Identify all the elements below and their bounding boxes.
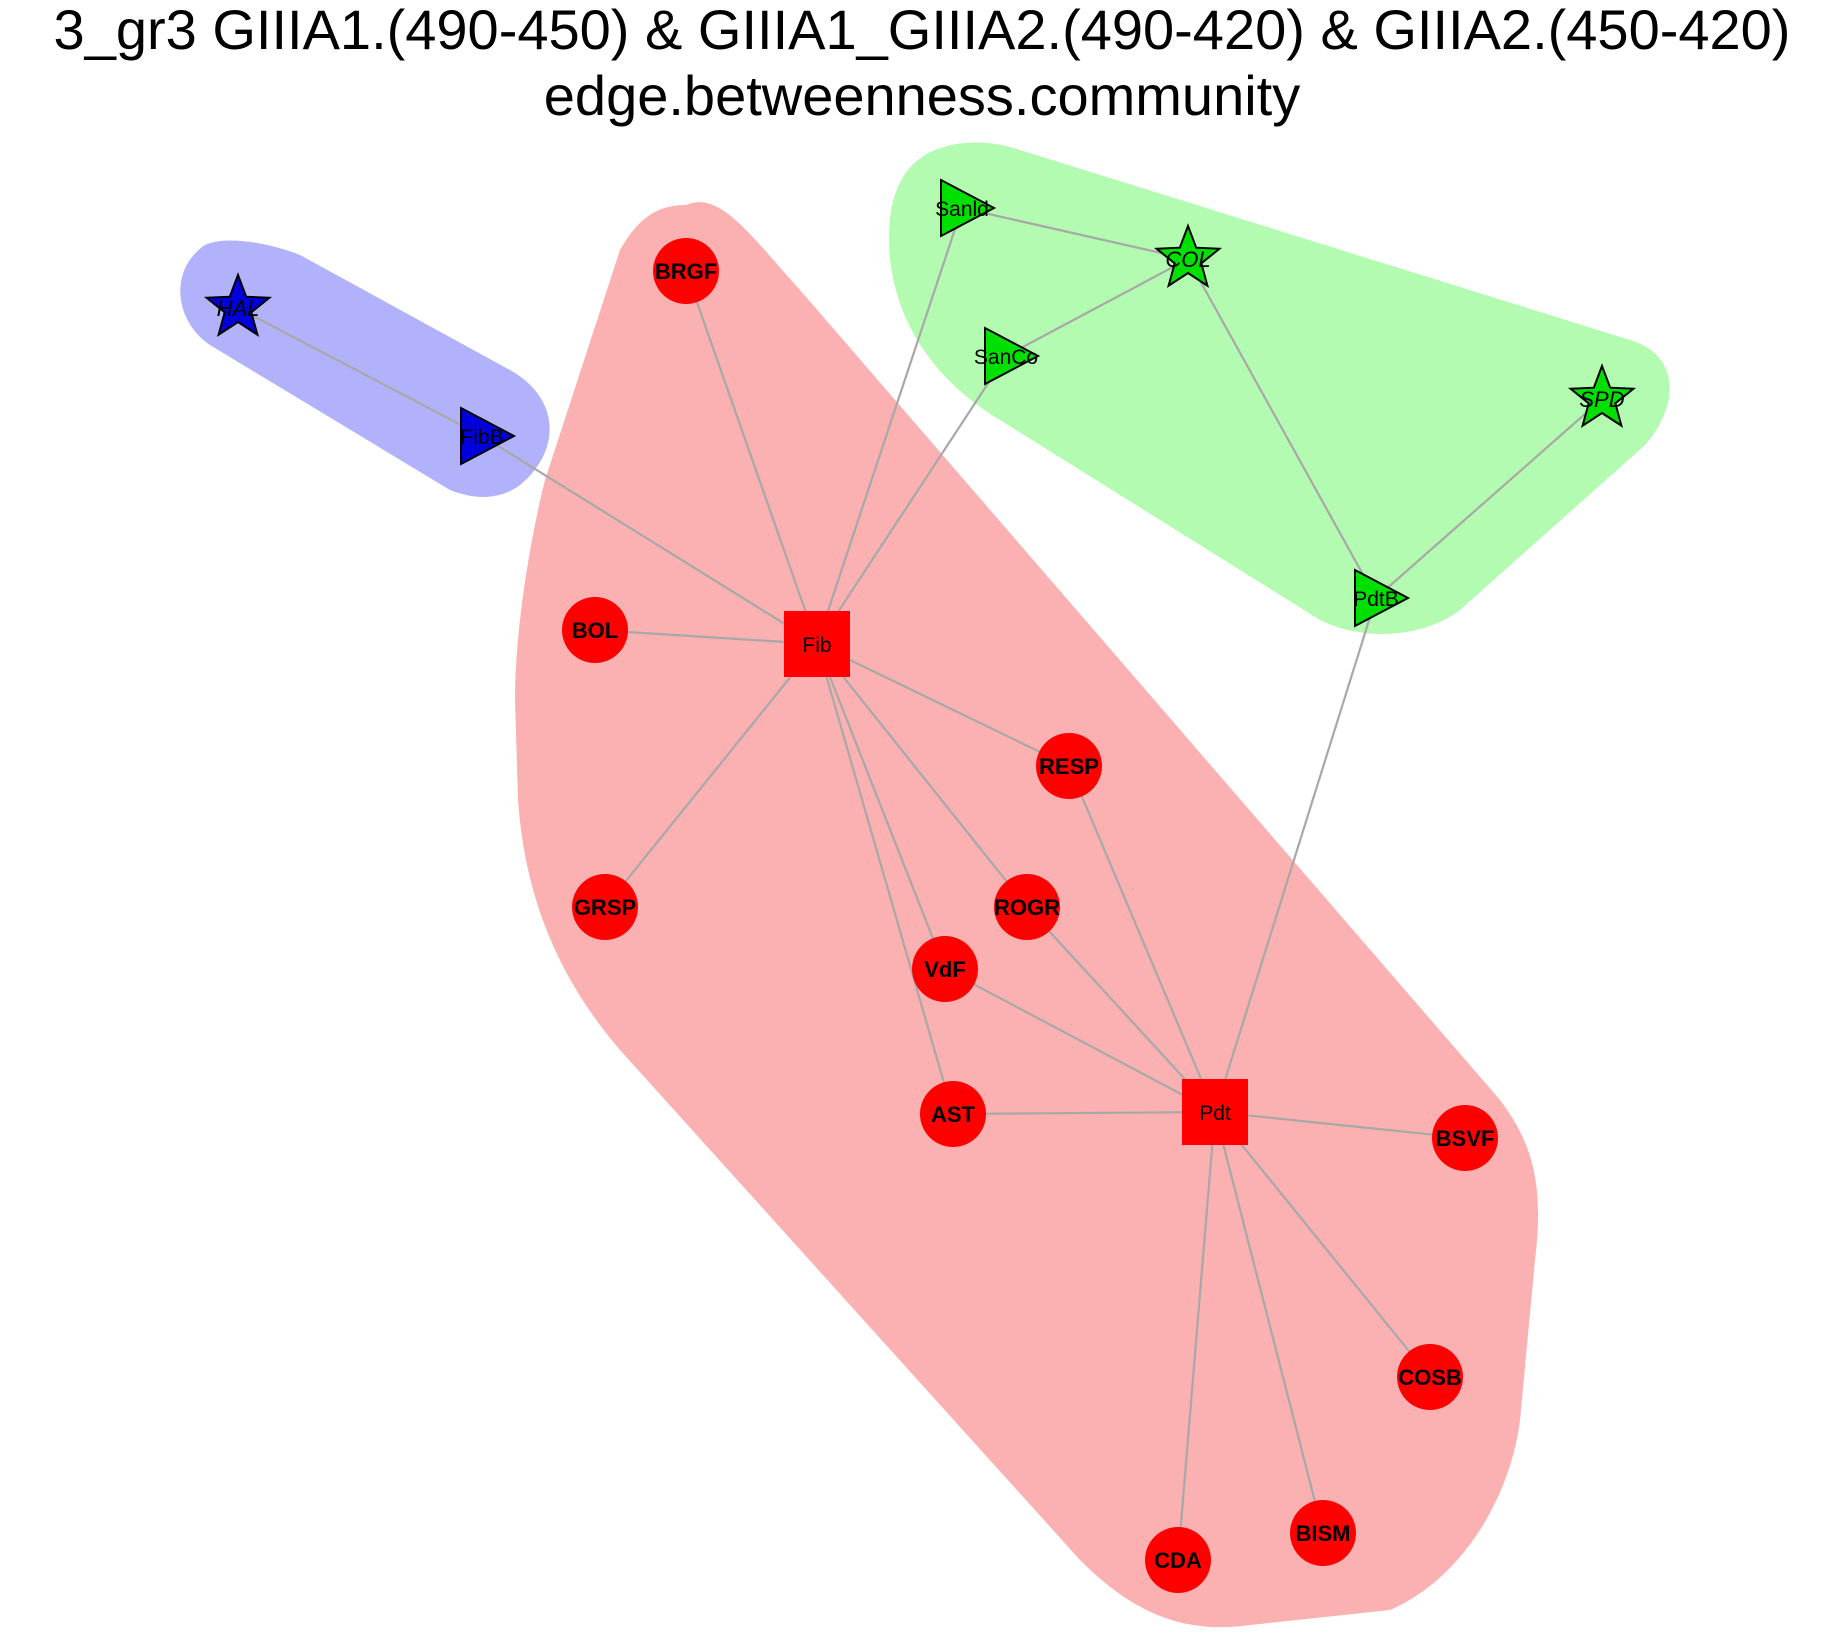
node-vdf: VdF <box>912 936 978 1002</box>
node-label-resp: RESP <box>1039 754 1099 779</box>
edge-Pdt-COSB <box>1214 1111 1431 1378</box>
edge-SanCo-Fib <box>816 355 1007 645</box>
node-shape-col <box>1153 223 1223 288</box>
chart-subtitle: edge.betweenness.community <box>543 64 1301 127</box>
edge-Pdt-CDA <box>1176 1111 1217 1561</box>
node-rogr: ROGR <box>994 874 1060 940</box>
node-label-grsp: GRSP <box>574 895 636 920</box>
edge-Pdt-BSVF <box>1214 1110 1466 1140</box>
node-pdtb: PdtB <box>1353 568 1411 628</box>
node-cosb: COSB <box>1397 1344 1463 1410</box>
node-shape-pdt <box>1182 1079 1248 1145</box>
node-fibb: FibB <box>460 406 517 466</box>
node-label-cda: CDA <box>1154 1548 1202 1573</box>
node-label-brgf: BRGF <box>655 259 717 284</box>
edge-ROGR-Pdt <box>1026 906 1216 1113</box>
node-label-sanco: SanCo <box>974 346 1038 369</box>
edge-AST-Pdt <box>952 1110 1216 1116</box>
node-brgf: BRGF <box>653 238 719 304</box>
node-label-pdt: Pdt <box>1199 1102 1231 1125</box>
node-shape-bsvf <box>1432 1105 1498 1171</box>
node-label-spd: SPD <box>1579 387 1624 412</box>
node-shape-bism <box>1290 1500 1356 1566</box>
node-label-pdtb: PdtB <box>1353 588 1399 611</box>
edge-Pdt-BISM <box>1213 1111 1325 1534</box>
edge-Fib-GRSP <box>604 643 818 908</box>
node-shape-pdtb <box>1354 568 1411 628</box>
node-shape-ast <box>920 1081 986 1147</box>
node-pdt: Pdt <box>1182 1079 1248 1145</box>
node-grsp: GRSP <box>572 874 638 940</box>
node-cda: CDA <box>1145 1527 1211 1593</box>
node-label-ast: AST <box>931 1102 976 1127</box>
node-label-bol: BOL <box>572 618 618 643</box>
node-ast: AST <box>920 1081 986 1147</box>
edge-BOL-Fib <box>594 628 818 646</box>
node-bism: BISM <box>1290 1500 1356 1566</box>
node-shape-sanco <box>984 326 1041 386</box>
node-shape-fib <box>784 611 850 677</box>
edge-PdtB-Pdt <box>1213 597 1378 1113</box>
node-label-fibb: FibB <box>460 426 503 449</box>
network-edges <box>237 206 1603 1561</box>
edge-VdF-Pdt <box>944 968 1216 1113</box>
node-label-sanld: Sanld <box>935 198 989 221</box>
node-sanco: SanCo <box>974 326 1041 386</box>
edge-COL-PdtB <box>1187 258 1377 599</box>
node-label-col: COL <box>1165 247 1210 272</box>
node-sanld: Sanld <box>935 178 997 238</box>
node-shape-rogr <box>994 874 1060 940</box>
community-hull-blue <box>180 240 550 497</box>
node-shape-resp <box>1036 733 1102 799</box>
node-shape-vdf <box>912 936 978 1002</box>
node-bsvf: BSVF <box>1432 1105 1498 1171</box>
edge-Sanld-COL <box>961 206 1189 261</box>
edge-HAL-FibB <box>237 307 483 437</box>
node-shape-grsp <box>572 874 638 940</box>
node-hal: HAL <box>203 272 273 337</box>
edge-Fib-ROGR <box>816 643 1028 908</box>
edge-Fib-VdF <box>815 643 947 970</box>
edge-FibB-Fib <box>481 435 818 645</box>
node-shape-bol <box>562 597 628 663</box>
node-shape-sanld <box>940 178 997 238</box>
node-label-vdf: VdF <box>924 957 966 982</box>
chart-title: 3_gr3 GIIIA1.(490-450) & GIIIA1_GIIIA2.(… <box>53 0 1791 61</box>
node-col: COL <box>1153 223 1223 288</box>
node-label-hal: HAL <box>217 296 260 321</box>
node-label-bsvf: BSVF <box>1436 1126 1495 1151</box>
node-fib: Fib <box>784 611 850 677</box>
edge-SPD-PdtB <box>1375 398 1603 599</box>
node-label-cosb: COSB <box>1398 1365 1462 1390</box>
node-label-rogr: ROGR <box>994 895 1060 920</box>
node-bol: BOL <box>562 597 628 663</box>
node-shape-spd <box>1567 363 1637 428</box>
node-shape-fibb <box>460 406 517 466</box>
node-resp: RESP <box>1036 733 1102 799</box>
edge-Fib-RESP <box>816 643 1070 767</box>
node-shape-brgf <box>653 238 719 304</box>
node-spd: SPD <box>1567 363 1637 428</box>
edge-SanCo-COL <box>1005 258 1189 357</box>
node-label-fib: Fib <box>802 634 831 657</box>
node-shape-hal <box>203 272 273 337</box>
edge-BRGF-Fib <box>684 270 819 645</box>
edge-RESP-Pdt <box>1067 765 1217 1113</box>
edge-Sanld-Fib <box>815 207 964 645</box>
node-shape-cosb <box>1397 1344 1463 1410</box>
node-label-bism: BISM <box>1296 1521 1351 1546</box>
node-shape-cda <box>1145 1527 1211 1593</box>
edge-Fib-AST <box>815 643 955 1115</box>
